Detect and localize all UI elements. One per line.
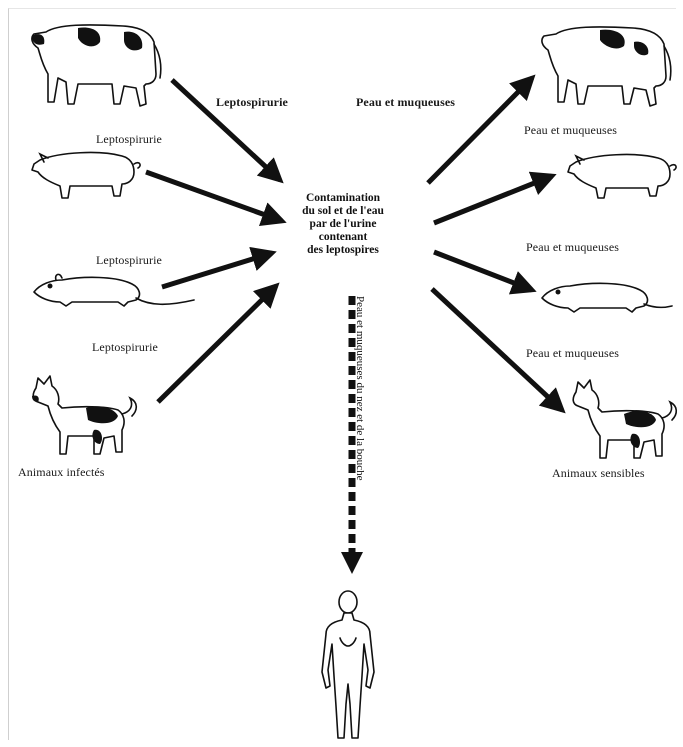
label-infected-animals: Animaux infectés [18,465,105,480]
cow-infected-icon [32,25,161,106]
center-line-2: du sol et de l'eau [268,205,418,218]
arrow-center-to-cow [428,78,532,183]
rat-susceptible-icon [542,283,672,312]
label-leptospirurie-rat: Leptospirurie [96,253,162,268]
label-peau-muqueuses-rat: Peau et muqueuses [526,240,619,255]
label-human-route: Peau et muqueuses du nez et de la bouche [354,296,366,481]
label-peau-muqueuses-dog: Peau et muqueuses [526,346,619,361]
human-icon [322,591,374,738]
center-contamination-label: Contamination du sol et de l'eau par de … [268,192,418,257]
label-leptospirurie-dog: Leptospirurie [92,340,158,355]
center-line-4: contenant [268,231,418,244]
arrow-rat-to-center [162,253,272,287]
label-leptospirurie-cow: Leptospirurie [216,95,288,110]
dog-susceptible-icon [573,380,676,458]
arrow-center-to-pig [434,176,552,223]
arrow-center-to-rat [434,252,532,290]
label-peau-muqueuses-cow: Peau et muqueuses [356,95,455,110]
pig-susceptible-icon [568,155,676,198]
pig-infected-icon [32,153,140,198]
center-line-5: des leptospires [268,244,418,257]
cow-susceptible-icon [542,27,671,106]
dog-infected-icon [32,376,136,454]
label-leptospirurie-pig: Leptospirurie [96,132,162,147]
center-line-3: par de l'urine [268,218,418,231]
rat-infected-icon [34,274,194,306]
center-line-1: Contamination [268,192,418,205]
label-peau-muqueuses-pig: Peau et muqueuses [524,123,617,138]
label-susceptible-animals: Animaux sensibles [552,466,645,481]
arrow-center-to-human-head [341,552,363,574]
arrow-pig-to-center [146,172,282,221]
